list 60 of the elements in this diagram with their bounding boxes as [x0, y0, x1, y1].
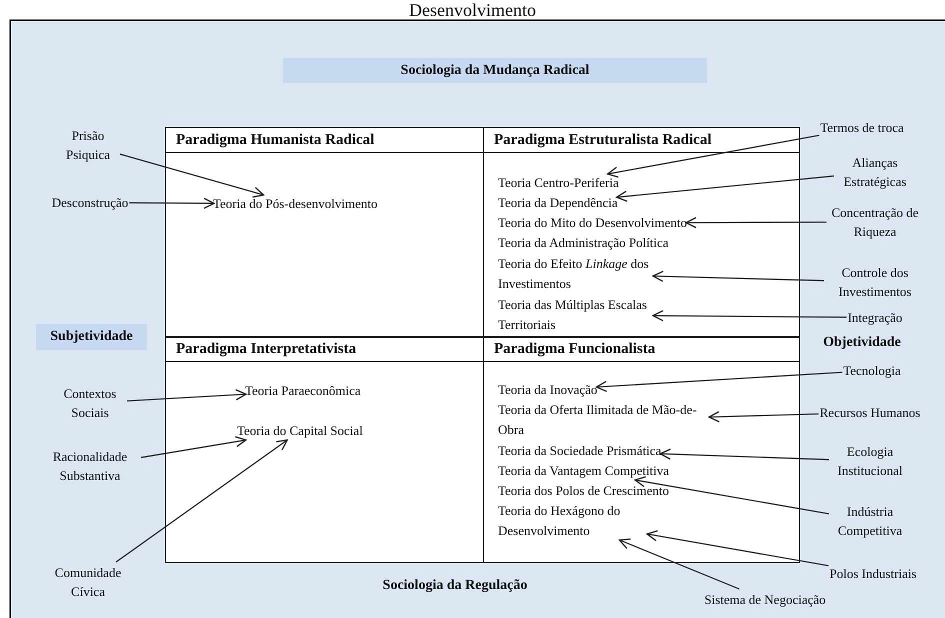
arrow: [140, 436, 247, 458]
heading-band: Subjetividade: [36, 324, 147, 350]
theory-text: Teoria Paraeconômica: [245, 381, 361, 401]
theory-text: Teoria da Inovação: [498, 380, 598, 400]
theory-text: Teoria do Capital Social: [237, 421, 363, 441]
arrow: [120, 154, 264, 198]
arrow: [126, 389, 247, 402]
theory-text: Teoria das Múltiplas Escalas Territoriais: [498, 295, 654, 335]
quadrant-heading: Paradigma Interpretativista: [166, 337, 483, 362]
theory-text: Teoria da Oferta Ilimitada de Mão-de-Obra: [498, 400, 710, 440]
theory-text: Teoria dos Polos de Crescimento: [498, 481, 669, 501]
arrow: [685, 216, 826, 228]
arrow: [618, 538, 740, 590]
paradigm-quadrant: [165, 336, 484, 563]
theory-text: Teoria da Administração Política: [498, 233, 669, 253]
concept-text: Recursos Humanos: [820, 403, 920, 422]
quadrant-heading: Paradigma Estruturalista Radical: [484, 128, 799, 153]
paradigm-quadrant: [483, 127, 800, 338]
heading-band: Sociologia da Mudança Radical: [283, 58, 707, 83]
theory-text: Teoria da Sociedade Prismática: [498, 441, 662, 461]
concept-text: Termos de troca: [820, 118, 904, 137]
theory-text: Teoria do Mito do Desenvolvimento: [498, 213, 688, 233]
quadrant-heading: Paradigma Funcionalista: [484, 337, 799, 362]
concept-text: Concentração de Riqueza: [828, 203, 922, 241]
paradigm-quadrant: [165, 127, 484, 338]
concept-text: Racionalidade Substantiva: [40, 447, 140, 485]
title: Desenvolvimento: [408, 0, 537, 20]
arrow: [129, 198, 215, 209]
paradigm-quadrant: [483, 336, 800, 563]
concept-text: Integração: [848, 308, 902, 327]
theory-text: Teoria da Dependência: [498, 193, 618, 213]
concept-text: Ecologia Institucional: [830, 442, 910, 480]
quadrant-heading: Paradigma Humanista Radical: [166, 128, 483, 153]
pole-label: Objetividade: [823, 335, 901, 351]
concept-text: Sistema de Negociação: [704, 590, 826, 609]
theory-text: Teoria Centro-Periferia: [498, 173, 619, 193]
arrow: [660, 448, 830, 460]
theory-text: Teoria do Efeito Linkage dos Investimentos: [498, 254, 654, 294]
concept-text: Desconstrução: [52, 193, 128, 212]
arrow: [708, 411, 819, 422]
concept-text: Indústria Competitiva: [830, 502, 910, 540]
theory-text: Teoria do Pós-desenvolvimento: [213, 194, 378, 214]
theory-text: Teoria da Vantagem Competitiva: [498, 461, 670, 481]
arrow: [646, 530, 829, 566]
arrow: [634, 476, 830, 514]
concept-text: Controle dos Investimentos: [825, 263, 925, 301]
arrow: [652, 270, 824, 282]
theory-text: Teoria do Hexágono do Desenvolvimento: [498, 501, 648, 541]
concept-text: Contextos Sociais: [54, 384, 126, 422]
arrow: [652, 310, 847, 322]
axis-heading: Sociologia da Regulação: [382, 578, 528, 594]
arrow: [596, 372, 842, 392]
concept-text: Alianças Estratégicas: [835, 153, 915, 191]
concept-text: Tecnologia: [843, 361, 901, 380]
arrow: [116, 439, 288, 562]
concept-text: Polos Industriais: [829, 564, 917, 583]
arrow: [616, 175, 834, 202]
concept-text: Comunidade Cívica: [48, 563, 128, 601]
concept-text: Prisão Psiquica: [57, 126, 119, 164]
arrow: [606, 134, 820, 178]
